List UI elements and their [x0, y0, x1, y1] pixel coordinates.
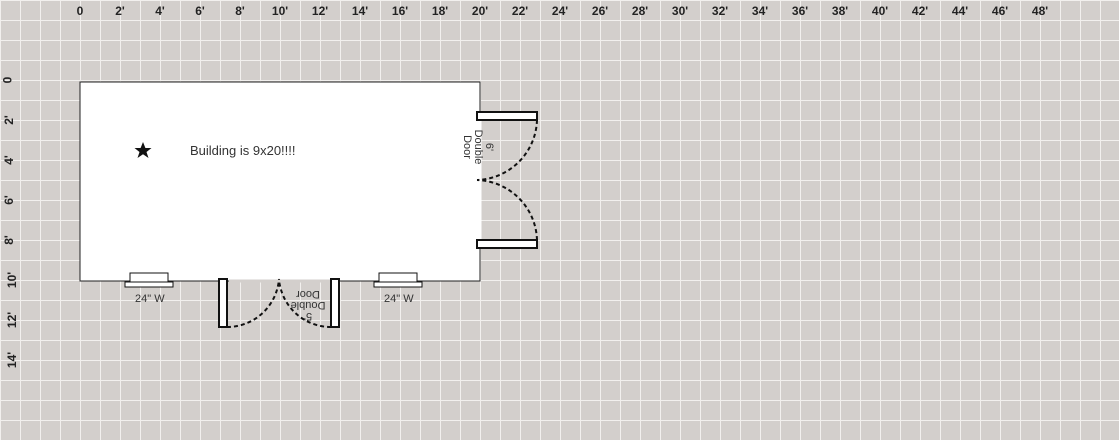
x-tick-label: 32' — [711, 4, 729, 18]
x-tick-label: 36' — [791, 4, 809, 18]
door-bottom-label: 5' Double Door — [290, 288, 326, 322]
door-right[interactable] — [476, 111, 538, 249]
building-outline[interactable] — [79, 81, 481, 282]
x-tick-label: 16' — [391, 4, 409, 18]
x-tick-label: 0 — [76, 4, 84, 18]
x-tick-label: 26' — [591, 4, 609, 18]
x-tick-label: 46' — [991, 4, 1009, 18]
x-tick-label: 18' — [431, 4, 449, 18]
x-tick-label: 22' — [511, 4, 529, 18]
window-left[interactable] — [124, 272, 174, 288]
window-left-label: 24" W — [135, 293, 165, 305]
x-tick-label: 30' — [671, 4, 689, 18]
x-tick-label: 12' — [311, 4, 329, 18]
window-right[interactable] — [373, 272, 423, 288]
x-tick-label: 4' — [155, 4, 165, 18]
x-tick-label: 38' — [831, 4, 849, 18]
x-tick-label: 24' — [551, 4, 569, 18]
x-tick-label: 8' — [235, 4, 245, 18]
x-tick-label: 28' — [631, 4, 649, 18]
door-right-label: 6' Double Door — [461, 129, 495, 165]
x-tick-label: 42' — [911, 4, 929, 18]
x-tick-label: 2' — [115, 4, 125, 18]
x-tick-label: 20' — [471, 4, 489, 18]
x-tick-label: 44' — [951, 4, 969, 18]
x-tick-label: 48' — [1031, 4, 1049, 18]
door-bottom[interactable] — [218, 278, 340, 329]
star-icon[interactable] — [134, 142, 152, 158]
x-tick-label: 14' — [351, 4, 369, 18]
x-tick-label: 6' — [195, 4, 205, 18]
x-tick-label: 34' — [751, 4, 769, 18]
building-label: Building is 9x20!!!! — [190, 143, 296, 158]
x-tick-label: 40' — [871, 4, 889, 18]
x-tick-label: 10' — [271, 4, 289, 18]
window-right-label: 24" W — [384, 293, 414, 305]
